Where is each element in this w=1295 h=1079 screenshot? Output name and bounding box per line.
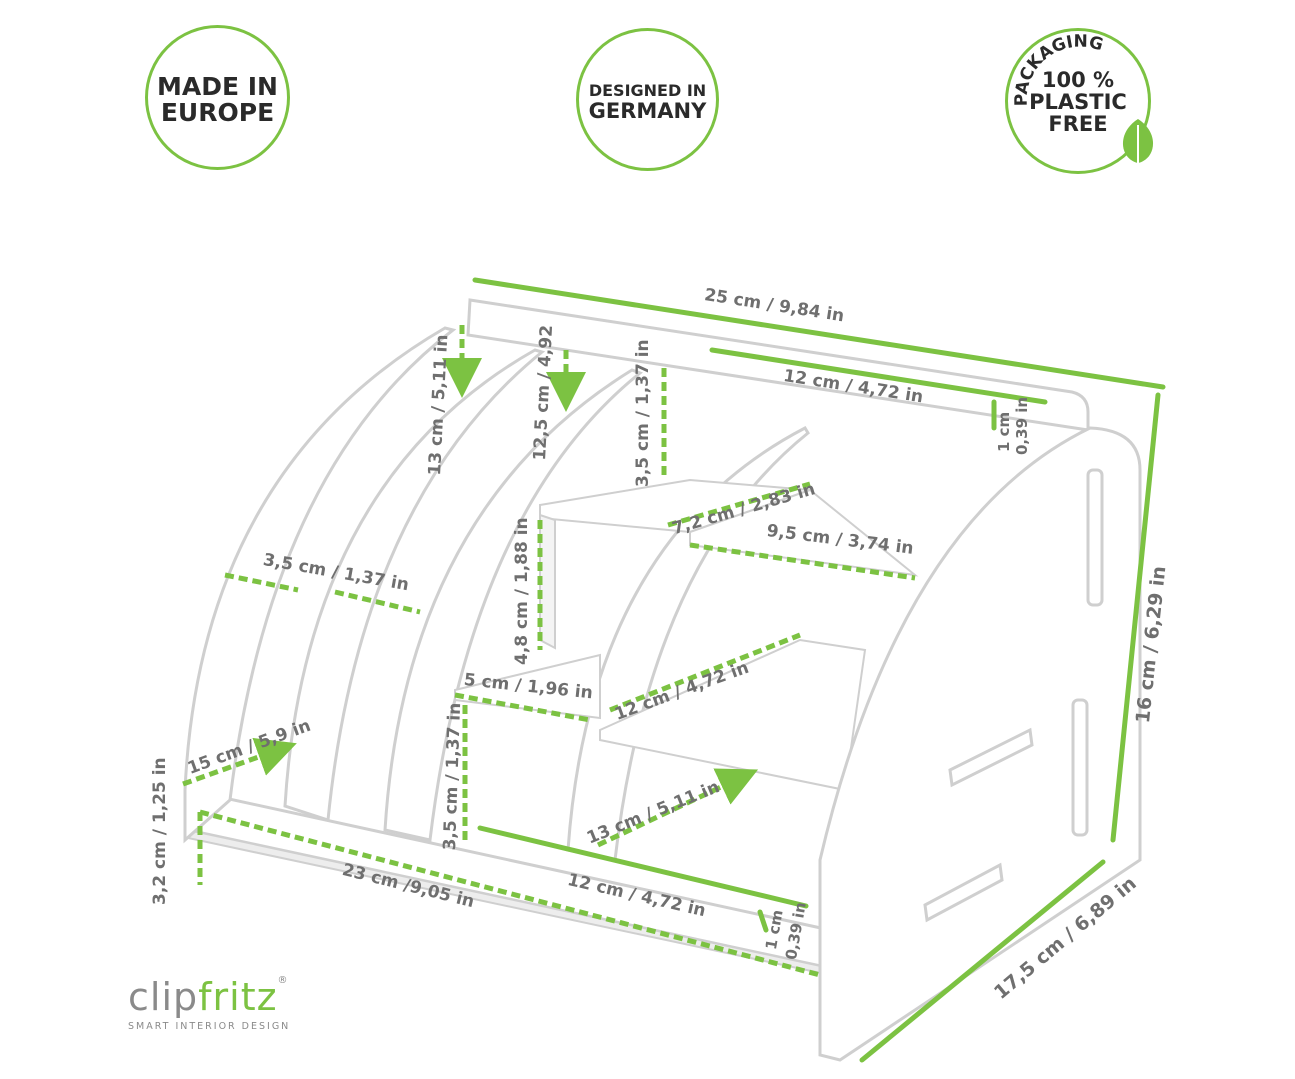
- side-slot-1: [1086, 468, 1104, 607]
- label-middle-height: 4,8 cm / 1,88 in: [512, 517, 532, 665]
- label-back-slot-gap: 1 cm: [995, 411, 1013, 452]
- logo-word-accent: fritz: [198, 975, 278, 1019]
- logo-word-plain: clip: [128, 975, 199, 1019]
- leaf-icon: [1122, 119, 1154, 163]
- clipfritz-logo: clipfritz® SMART INTERIOR DESIGN: [128, 975, 290, 1032]
- back-panel: [466, 298, 1090, 432]
- packaging-arc-text: PACKAGING: [1012, 32, 1106, 107]
- label-front-height: 3,2 cm / 1,25 in: [150, 757, 170, 905]
- badge-germany: GERMANY: [588, 98, 707, 123]
- label-upper-shelf-height: 3,5 cm / 1,37 in: [633, 339, 653, 487]
- arc-panel-1: [183, 326, 457, 844]
- designed-in-germany-badge: DESIGNED IN GERMANY: [576, 28, 719, 171]
- shelf-middle-right: [599, 638, 867, 792]
- side-panel-right: [818, 426, 1142, 1062]
- arc-panel-2: [283, 348, 546, 823]
- badge-free: FREE: [1048, 112, 1108, 137]
- badge-made-in: MADE IN: [157, 72, 278, 101]
- logo-wordmark: clipfritz®: [128, 975, 290, 1019]
- label-back-slot-gap-in: 0,39 in: [1013, 396, 1031, 455]
- base-board: [186, 788, 832, 970]
- plastic-free-packaging-badge: PACKAGING 100 % PLASTIC FREE: [1005, 28, 1154, 174]
- badge-percent: 100 %: [1041, 68, 1115, 92]
- arc-panel-4: [566, 426, 810, 862]
- side-slot-4: [923, 862, 1004, 923]
- badge-europe: EUROPE: [160, 98, 275, 128]
- badge-plastic: PLASTIC: [1029, 90, 1127, 115]
- logo-registered-mark: ®: [277, 975, 289, 986]
- side-slot-2: [1071, 698, 1089, 837]
- logo-tagline: SMART INTERIOR DESIGN: [128, 1021, 291, 1032]
- shelf-top-right: [689, 488, 919, 577]
- side-slot-3: [948, 727, 1034, 788]
- badge-designed-in: DESIGNED IN: [588, 81, 707, 100]
- arc-panel-3: [383, 368, 643, 842]
- made-in-europe-badge: MADE IN EUROPE: [145, 25, 290, 170]
